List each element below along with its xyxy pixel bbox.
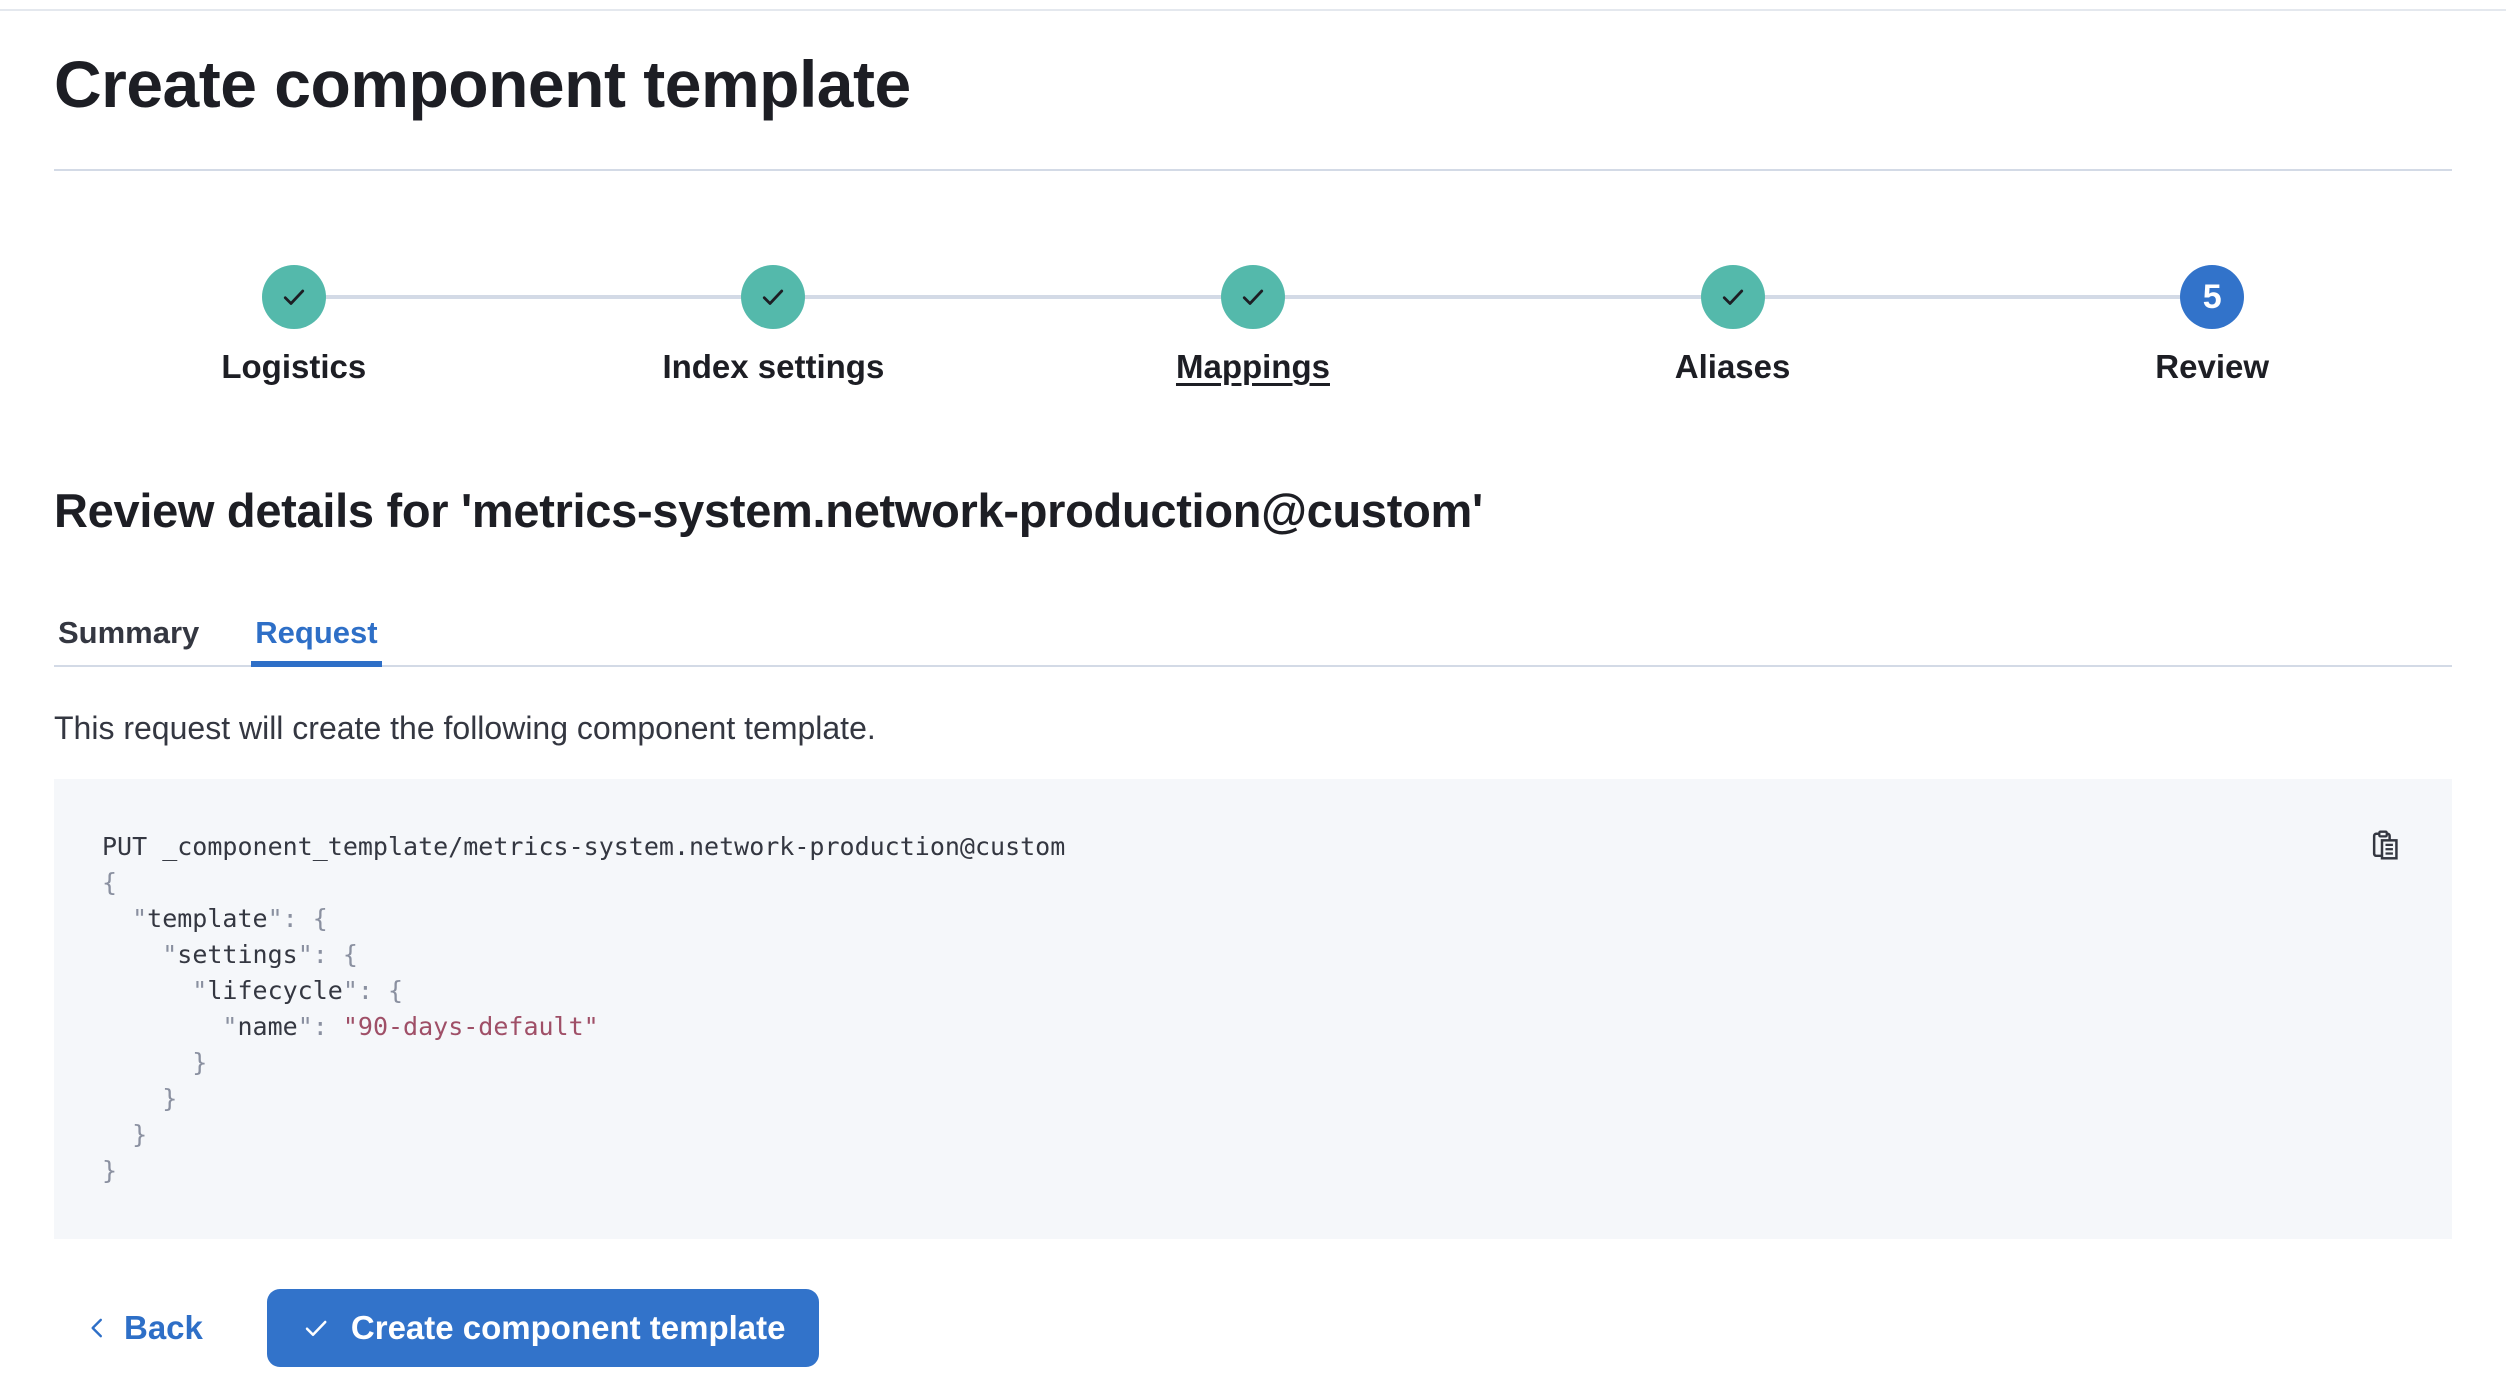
check-icon bbox=[763, 289, 784, 305]
chevron-left-icon bbox=[91, 1318, 102, 1338]
code-content: PUT _component_template/metrics-system.n… bbox=[102, 829, 2404, 1189]
code-line: "name": "90-days-default" bbox=[102, 1012, 599, 1041]
step-mappings[interactable]: Mappings bbox=[1013, 265, 1493, 387]
review-heading: Review details for 'metrics-system.netwo… bbox=[54, 484, 1483, 537]
step-label: Review bbox=[2155, 348, 2270, 385]
step-complete-icon bbox=[1220, 265, 1285, 329]
code-line: } bbox=[102, 1048, 208, 1077]
step-connector bbox=[533, 295, 774, 299]
step-label: Aliases bbox=[1674, 348, 1791, 385]
tab-request[interactable]: Request bbox=[251, 613, 382, 667]
code-line: { bbox=[102, 868, 118, 897]
check-icon bbox=[1722, 289, 1743, 305]
step-connector bbox=[1013, 295, 1253, 299]
step-connector bbox=[1972, 295, 2213, 299]
check-icon bbox=[1242, 289, 1264, 305]
check-icon bbox=[283, 289, 304, 305]
top-divider bbox=[0, 9, 2506, 11]
step-number: 5 bbox=[2180, 265, 2245, 329]
step-complete-icon bbox=[1700, 265, 1765, 329]
copy-button[interactable] bbox=[2365, 825, 2406, 866]
code-line: PUT _component_template/metrics-system.n… bbox=[102, 832, 1066, 861]
step-connector bbox=[293, 295, 534, 299]
code-line: } bbox=[102, 1120, 148, 1149]
step-connector bbox=[1492, 295, 1733, 299]
check-icon bbox=[305, 1320, 327, 1336]
step-label: Logistics bbox=[221, 348, 367, 385]
step-label: Mappings bbox=[1175, 348, 1330, 385]
step-complete-icon bbox=[261, 265, 326, 329]
back-button[interactable]: Back bbox=[84, 1309, 203, 1347]
step-label: Index settings bbox=[662, 348, 885, 385]
code-line: } bbox=[102, 1084, 178, 1113]
create-button[interactable]: Create component template bbox=[266, 1289, 820, 1367]
code-line: "template": { bbox=[102, 904, 328, 933]
copy-clipboard-icon bbox=[2372, 830, 2398, 860]
step-aliases[interactable]: Aliases bbox=[1492, 265, 1973, 387]
tab-summary[interactable]: Summary bbox=[58, 615, 200, 650]
code-line: } bbox=[102, 1156, 118, 1185]
step-complete-icon bbox=[741, 265, 806, 329]
create-label: Create component template bbox=[350, 1309, 786, 1346]
step-connector bbox=[1732, 295, 1973, 299]
page-title: Create component template bbox=[54, 47, 911, 121]
code-block: PUT _component_template/metrics-system.n… bbox=[54, 779, 2452, 1239]
step-connector bbox=[773, 295, 1014, 299]
step-connector bbox=[1252, 295, 1493, 299]
footer-actions: Back Create component template bbox=[54, 1289, 2452, 1367]
tabs: Summary Request bbox=[54, 613, 2452, 667]
step-index-settings[interactable]: Index settings bbox=[533, 265, 1014, 387]
code-line: "lifecycle": { bbox=[102, 976, 404, 1005]
create-component-template-page: Create component template Logistics Index… bbox=[0, 47, 2506, 1367]
step-logistics[interactable]: Logistics bbox=[54, 265, 534, 387]
back-label: Back bbox=[124, 1309, 203, 1346]
request-description: This request will create the following c… bbox=[54, 710, 876, 746]
title-divider bbox=[54, 169, 2452, 171]
code-line: "settings": { bbox=[102, 940, 358, 969]
